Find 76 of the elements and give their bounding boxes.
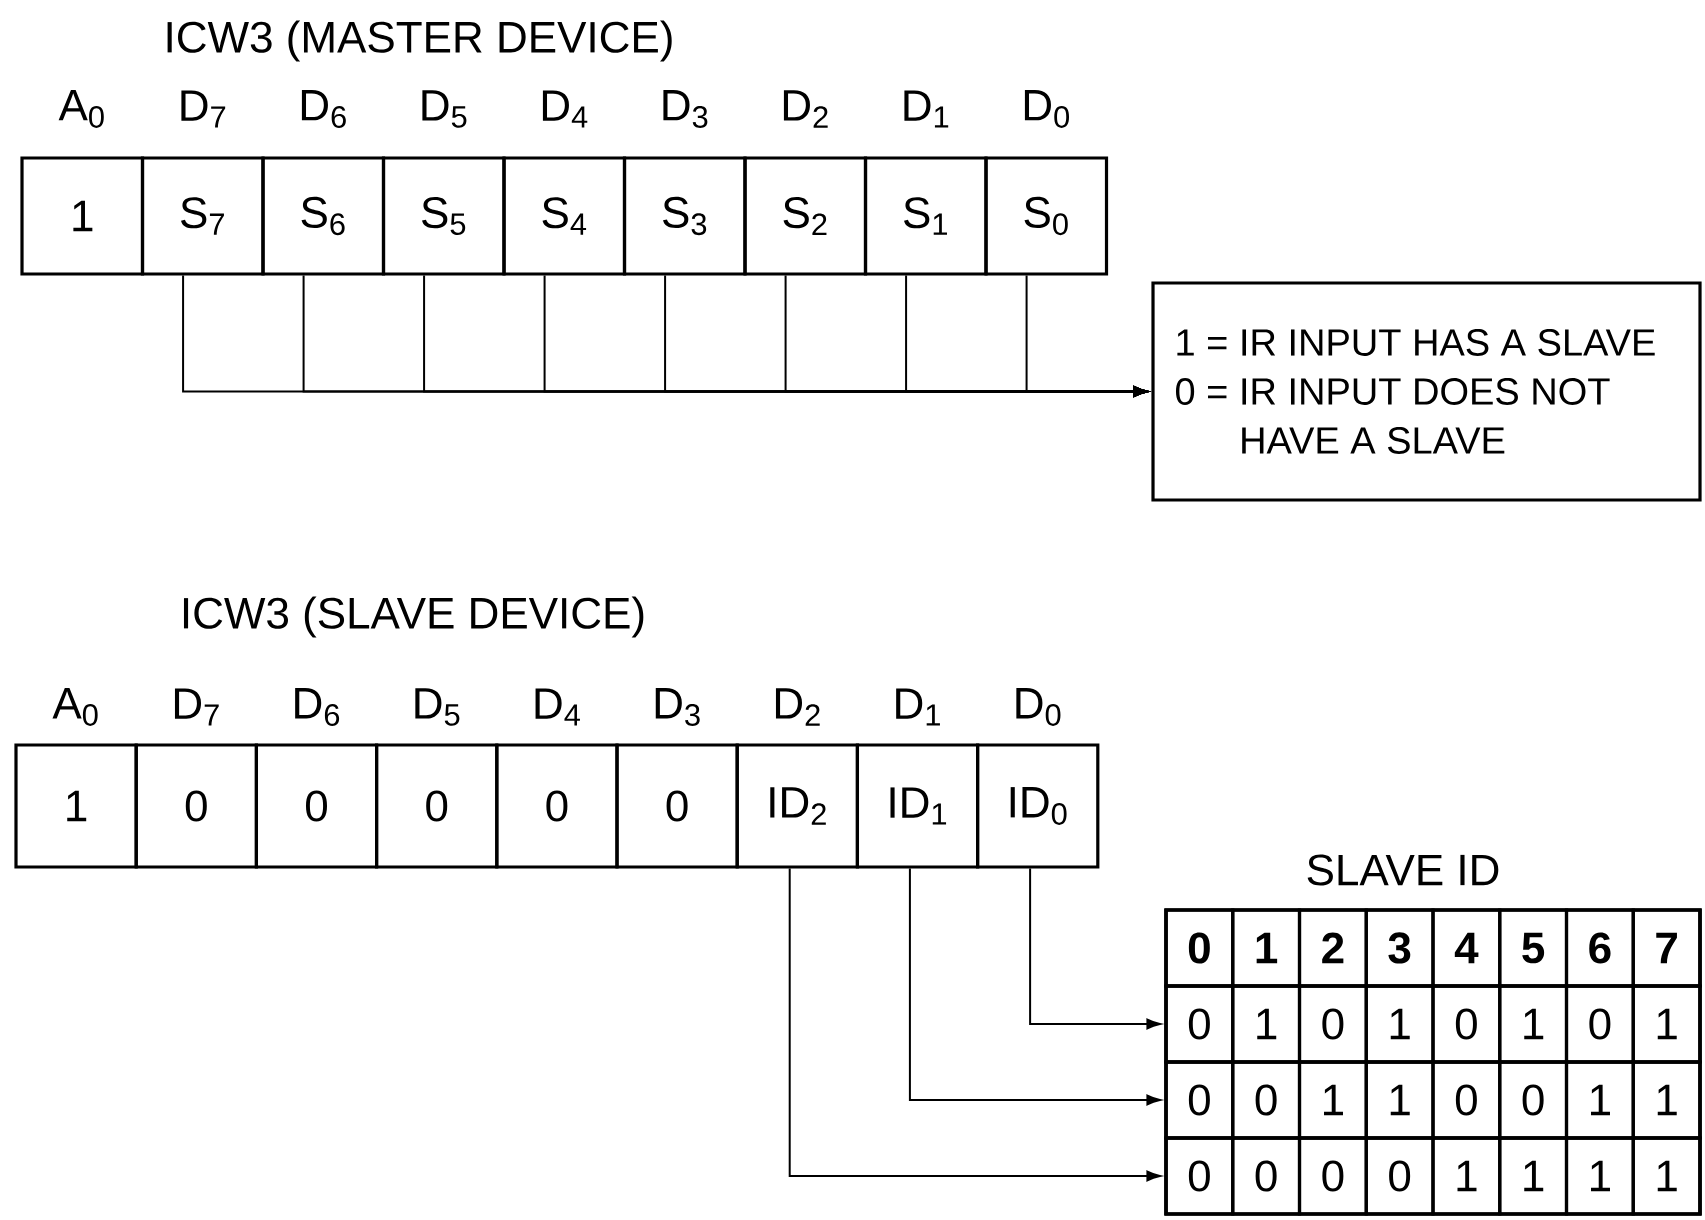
bit-label: D$_{5}$ xyxy=(415,688,460,726)
table-cell: 0 xyxy=(1431,1060,1502,1140)
register-cell: 0 xyxy=(134,743,258,869)
arrow xyxy=(908,867,1161,1106)
bit-label: D$_{4}$ xyxy=(542,90,588,128)
table-cell: 1 xyxy=(1364,1060,1435,1140)
table-cell: 0 xyxy=(1164,1060,1235,1140)
table-cell: 0 xyxy=(1231,1060,1302,1140)
register-cell: 0 xyxy=(254,743,379,869)
table-cell: 1 xyxy=(1564,1136,1635,1216)
table-cell: 1 xyxy=(1297,1060,1368,1140)
table-cell: 5 xyxy=(1498,908,1569,988)
bit-label: A$_{0}$ xyxy=(52,688,98,726)
bit-label: D$_{4}$ xyxy=(535,688,580,726)
bit-label: D$_{6}$ xyxy=(295,688,340,726)
arrow xyxy=(788,867,1161,1182)
register-cell: 1 xyxy=(20,156,145,276)
bit-label: D$_{1}$ xyxy=(896,688,940,726)
bit-label: D$_{0}$ xyxy=(1016,688,1061,726)
register-cell: S$_{6}$ xyxy=(261,156,386,276)
bit-label: D$_{5}$ xyxy=(422,90,467,128)
bit-label: D$_{2}$ xyxy=(783,90,828,128)
register-cell: ID$_{1}$ xyxy=(855,743,980,869)
bit-label: D$_{1}$ xyxy=(904,90,949,128)
table-cell: 1 xyxy=(1631,1136,1702,1216)
bit-label: A$_{0}$ xyxy=(58,90,104,128)
table-cell: 1 xyxy=(1564,1060,1635,1140)
register-cell: 1 xyxy=(14,743,138,869)
table-cell: 1 xyxy=(1431,1136,1502,1216)
table-cell: 7 xyxy=(1631,908,1702,988)
table-cell: 1 xyxy=(1498,984,1569,1064)
table-cell: 0 xyxy=(1297,984,1368,1064)
register-cell: S$_{5}$ xyxy=(381,156,506,276)
table-cell: 3 xyxy=(1364,908,1435,988)
register-cell: S$_{3}$ xyxy=(622,156,747,276)
register-cell: ID$_{0}$ xyxy=(976,743,1100,869)
arrow xyxy=(1025,274,1148,397)
table-cell: 0 xyxy=(1498,1060,1569,1140)
table-heading: SLAVE ID xyxy=(1307,854,1499,886)
bit-label: D$_{3}$ xyxy=(655,688,700,726)
bit-label: D$_{3}$ xyxy=(663,90,708,128)
table-cell: 0 xyxy=(1164,1136,1235,1216)
legend-box: 1 = IR INPUT HAS A SLAVE 0 = IR INPUT DOES NOT HAVE A SLAVE xyxy=(1151,281,1702,502)
table-cell: 0 xyxy=(1564,984,1635,1064)
bit-label: D$_{6}$ xyxy=(301,90,346,128)
table-cell: 0 xyxy=(1164,908,1235,988)
table-cell: 1 xyxy=(1631,1060,1702,1140)
bit-label: D$_{2}$ xyxy=(775,688,820,726)
register-cell: 0 xyxy=(375,743,499,869)
table-cell: 0 xyxy=(1364,1136,1435,1216)
table-cell: 0 xyxy=(1164,984,1235,1064)
table-cell: 1 xyxy=(1631,984,1702,1064)
register-cell: ID$_{2}$ xyxy=(735,743,859,869)
bit-label: D$_{0}$ xyxy=(1024,90,1069,128)
table-cell: 1 xyxy=(1231,984,1302,1064)
register-cell: S$_{0}$ xyxy=(984,156,1109,276)
register-cell: S$_{1}$ xyxy=(863,156,988,276)
bit-label: D$_{7}$ xyxy=(181,90,226,128)
table-cell: 4 xyxy=(1431,908,1502,988)
table-cell: 1 xyxy=(1364,984,1435,1064)
arrow xyxy=(1029,867,1161,1030)
register-cell: S$_{2}$ xyxy=(743,156,868,276)
register-cell: S$_{4}$ xyxy=(502,156,627,276)
register-title: ICW3 (SLAVE DEVICE) xyxy=(183,596,644,638)
table-cell: 0 xyxy=(1231,1136,1302,1216)
register-title: ICW3 (MASTER DEVICE) xyxy=(167,20,672,62)
register-cell: S$_{7}$ xyxy=(140,156,265,276)
bit-label: D$_{7}$ xyxy=(174,688,219,726)
table-cell: 6 xyxy=(1564,908,1635,988)
table-cell: 1 xyxy=(1231,908,1302,988)
table-cell: 1 xyxy=(1498,1136,1569,1216)
table-cell: 0 xyxy=(1297,1136,1368,1216)
register-cell: 0 xyxy=(615,743,739,869)
table-cell: 2 xyxy=(1297,908,1368,988)
table-cell: 0 xyxy=(1431,984,1502,1064)
register-cell: 0 xyxy=(495,743,619,869)
